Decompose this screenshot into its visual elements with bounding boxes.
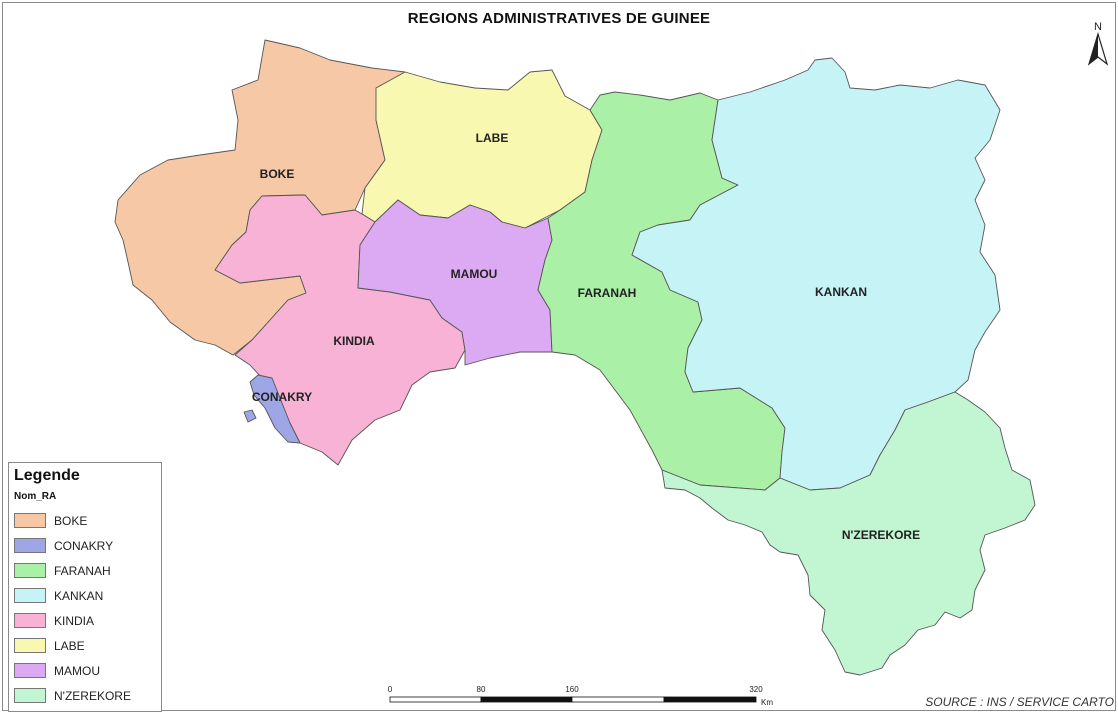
scale-unit: Km	[761, 698, 773, 707]
legend-item: CONAKRY	[14, 533, 131, 558]
north-arrow-fill	[1089, 34, 1098, 64]
legend-list: BOKE CONAKRY FARANAH KANKAN KINDIA LABE …	[14, 508, 131, 708]
conakry-island	[243, 409, 257, 423]
legend-label: BOKE	[54, 513, 88, 528]
scale-tick-label: 160	[565, 685, 579, 694]
legend-label: KANKAN	[54, 588, 104, 603]
north-label: N	[1094, 21, 1102, 33]
legend-field: Nom_RA	[14, 491, 57, 502]
legend-swatch	[14, 688, 46, 703]
region-label-nzerekore: N'ZEREKORE	[842, 528, 920, 542]
region-nzerekore[interactable]	[661, 391, 1036, 676]
legend: Legende Nom_RA BOKE CONAKRY FARANAH KANK…	[8, 462, 162, 712]
legend-label: LABE	[54, 638, 85, 653]
legend-item: N'ZEREKORE	[14, 683, 131, 708]
legend-label: FARANAH	[54, 563, 111, 578]
scale-bar: 0 80 160 320 Km	[388, 685, 774, 707]
scale-segment	[480, 696, 573, 703]
legend-label: N'ZEREKORE	[54, 688, 131, 703]
legend-swatch	[14, 538, 46, 553]
north-arrow-icon: N	[1087, 21, 1109, 66]
scale-tick-label: 80	[477, 685, 486, 694]
region-label-kindia: KINDIA	[333, 334, 375, 348]
region-conakry[interactable]	[249, 374, 301, 444]
legend-swatch	[14, 513, 46, 528]
region-label-faranah: FARANAH	[578, 286, 637, 300]
map-title: REGIONS ADMINISTRATIVES DE GUINEE	[407, 10, 711, 27]
legend-title: Legende	[14, 467, 80, 484]
scale-tick-label: 0	[388, 685, 393, 694]
scale-tick-label: 320	[749, 685, 763, 694]
scale-segment	[663, 696, 757, 703]
legend-swatch	[14, 588, 46, 603]
legend-item: KANKAN	[14, 583, 131, 608]
legend-label: CONAKRY	[54, 538, 114, 553]
legend-item: LABE	[14, 633, 131, 658]
region-label-labe: LABE	[476, 131, 509, 145]
source-credit: SOURCE : INS / SERVICE CARTO	[925, 695, 1114, 709]
legend-item: BOKE	[14, 508, 131, 533]
region-label-boke: BOKE	[260, 167, 295, 181]
region-label-mamou: MAMOU	[451, 267, 498, 281]
legend-label: MAMOU	[54, 663, 100, 678]
region-label-kankan: KANKAN	[815, 285, 867, 299]
legend-item: KINDIA	[14, 608, 131, 633]
legend-swatch	[14, 663, 46, 678]
region-label-conakry: CONAKRY	[252, 390, 312, 404]
scale-segment	[571, 696, 665, 703]
legend-swatch	[14, 613, 46, 628]
legend-item: MAMOU	[14, 658, 131, 683]
legend-swatch	[14, 563, 46, 578]
legend-label: KINDIA	[54, 613, 95, 628]
legend-item: FARANAH	[14, 558, 131, 583]
legend-swatch	[14, 638, 46, 653]
scale-segment	[389, 696, 482, 703]
